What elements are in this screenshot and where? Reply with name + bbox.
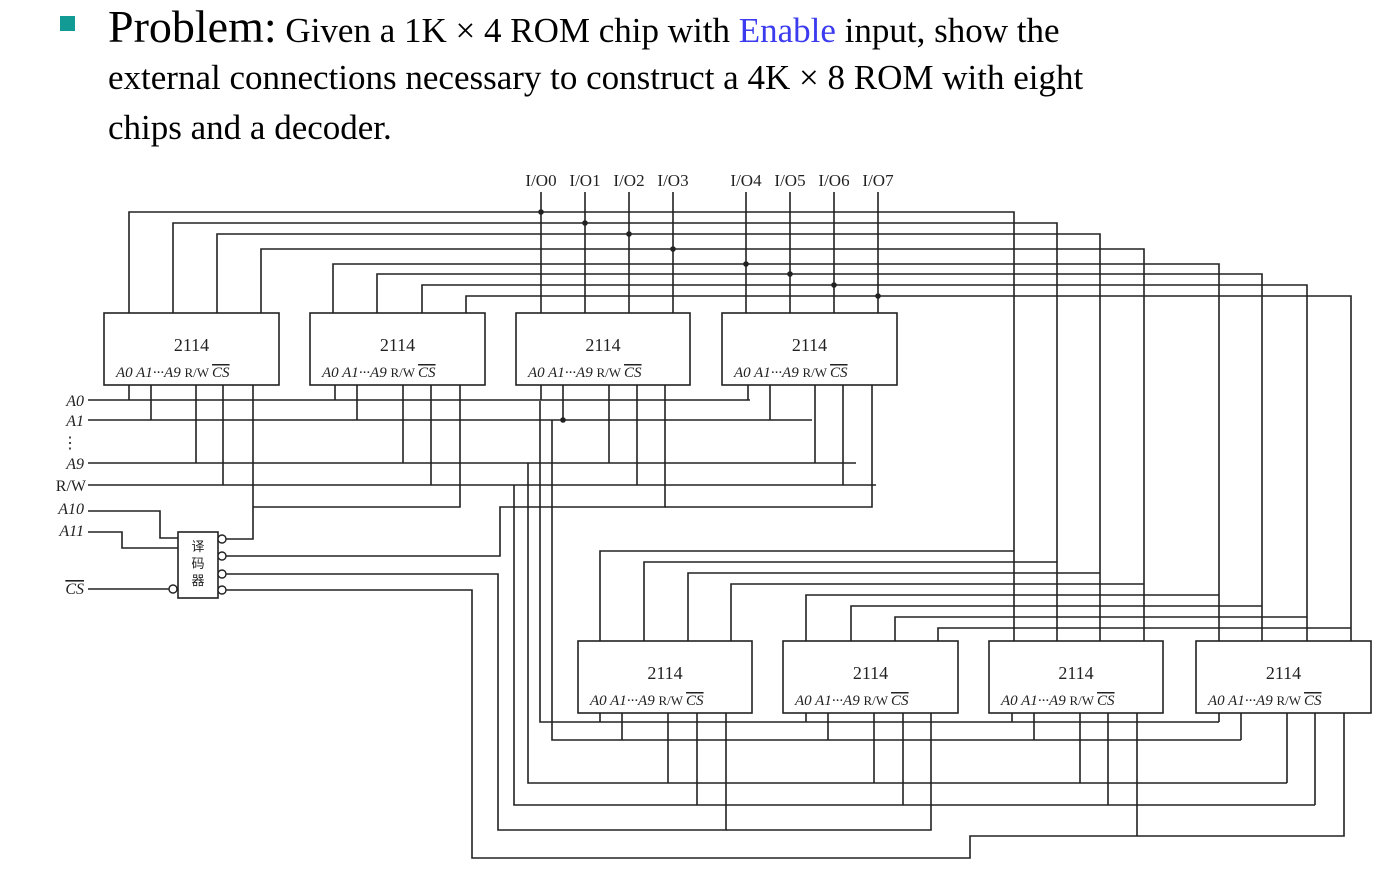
chip-part-number: 2114 (380, 335, 415, 355)
cs-out3 (226, 589, 1345, 859)
junction-dot (626, 231, 632, 237)
return-line-6 (894, 616, 1307, 641)
input-label-a11: A11 (58, 523, 84, 540)
decoder-label-char: 译 (191, 539, 204, 554)
junction-dot (875, 293, 881, 299)
input-label: A0 (65, 393, 84, 410)
io-label-1: I/O1 (569, 171, 600, 190)
bottom-a1-bus (551, 420, 1241, 741)
chip-pin-labels: A0 A1···A9 R/W CS (1000, 693, 1115, 709)
data-bus-0 (128, 211, 1015, 641)
junction-dot (787, 271, 793, 277)
input-label: A1 (65, 413, 84, 430)
return-line-4 (805, 594, 1219, 641)
io-label-4: I/O4 (730, 171, 762, 190)
chip-pin-labels: A0 A1···A9 R/W CS (115, 365, 230, 381)
chip-2114-2 (515, 312, 691, 386)
decoder-output-bubble (217, 585, 227, 595)
data-bus-4 (332, 263, 1220, 641)
problem-line-2: external connections necessary to constr… (108, 58, 1084, 97)
junction-dot (743, 261, 749, 267)
problem-text-1a: Given a 1K × 4 ROM chip with (276, 11, 739, 50)
junction-dot (538, 209, 544, 215)
junction-dot (670, 246, 676, 252)
return-line-0 (599, 550, 1014, 641)
chip-2114-6 (988, 640, 1164, 714)
cs-out0-b (253, 385, 461, 508)
bottom-a9-bus (527, 463, 1287, 784)
decoder-label-char: 器 (191, 573, 204, 588)
problem-text-1b: input, show the (835, 11, 1060, 50)
cs-out1 (226, 385, 666, 557)
chip-part-number: 2114 (174, 335, 209, 355)
input-label-rw: R/W (56, 478, 87, 495)
chip-pin-labels: A0 A1···A9 R/W CS (589, 693, 704, 709)
bottom-rw-bus (513, 485, 1315, 806)
cs-out0 (226, 385, 254, 540)
a10-line (88, 510, 178, 539)
junction-dot (560, 417, 566, 423)
active-low-bubble (168, 584, 178, 594)
decoder-output-bubble (217, 569, 227, 579)
input-label-a10: A10 (57, 501, 84, 518)
chip-part-number: 2114 (647, 663, 682, 683)
input-label: A9 (65, 456, 84, 473)
data-bus-1 (172, 222, 1058, 641)
data-bus-2 (216, 233, 1101, 641)
io-label-6: I/O6 (818, 171, 849, 190)
chip-part-number: 2114 (1266, 663, 1301, 683)
data-bus-5 (376, 273, 1263, 641)
return-line-1 (643, 561, 1057, 641)
chip-2114-3 (721, 312, 898, 386)
io-label-7: I/O7 (862, 171, 894, 190)
chip-part-number: 2114 (853, 663, 888, 683)
chip-2114-5 (782, 640, 959, 714)
chip-part-number: 2114 (792, 335, 827, 355)
chip-2114-1 (309, 312, 486, 386)
chip-2114-7 (1195, 640, 1372, 714)
a11-line (88, 531, 178, 549)
return-line-7 (937, 627, 1351, 641)
cs-out2 (226, 573, 727, 831)
decoder-box (177, 531, 219, 599)
cs-out1-b (665, 385, 873, 508)
decoder-label-char: 码 (191, 556, 204, 571)
io-label-3: I/O3 (657, 171, 688, 190)
io-label-5: I/O5 (774, 171, 805, 190)
data-bus-7 (465, 295, 1352, 641)
chip-pin-labels: A0 A1···A9 R/W CS (1207, 693, 1322, 709)
chip-pin-labels: A0 A1···A9 R/W CS (527, 365, 642, 381)
chip-pin-labels: A0 A1···A9 R/W CS (794, 693, 909, 709)
chip-2114-4 (577, 640, 753, 714)
junction-dot (831, 282, 837, 288)
cs-out2-b (726, 713, 932, 831)
enable-highlight: Enable (738, 11, 836, 50)
input-label-cs: CS (65, 581, 84, 598)
bottom-a0-bus (539, 401, 1219, 723)
junction-dot (582, 220, 588, 226)
chip-part-number: 2114 (585, 335, 620, 355)
return-line-3 (730, 583, 1144, 641)
data-bus-3 (260, 248, 1145, 641)
square-bullet-icon (60, 16, 75, 31)
chip-part-number: 2114 (1058, 663, 1093, 683)
io-label-0: I/O0 (525, 171, 556, 190)
problem-line-1: Problem: Given a 1K × 4 ROM chip with En… (108, 2, 1060, 56)
ellipsis-label: ⋮ (62, 435, 78, 452)
chip-2114-0 (103, 312, 280, 386)
chip-pin-labels: A0 A1···A9 R/W CS (733, 365, 848, 381)
data-bus-6 (421, 284, 1308, 641)
decoder-output-bubble (217, 551, 227, 561)
decoder-output-bubble (217, 534, 227, 544)
problem-lead: Problem: (108, 1, 277, 52)
return-line-5 (850, 605, 1262, 641)
return-line-2 (687, 572, 1100, 641)
chip-pin-labels: A0 A1···A9 R/W CS (321, 365, 436, 381)
problem-line-3: chips and a decoder. (108, 108, 392, 147)
io-label-2: I/O2 (613, 171, 644, 190)
